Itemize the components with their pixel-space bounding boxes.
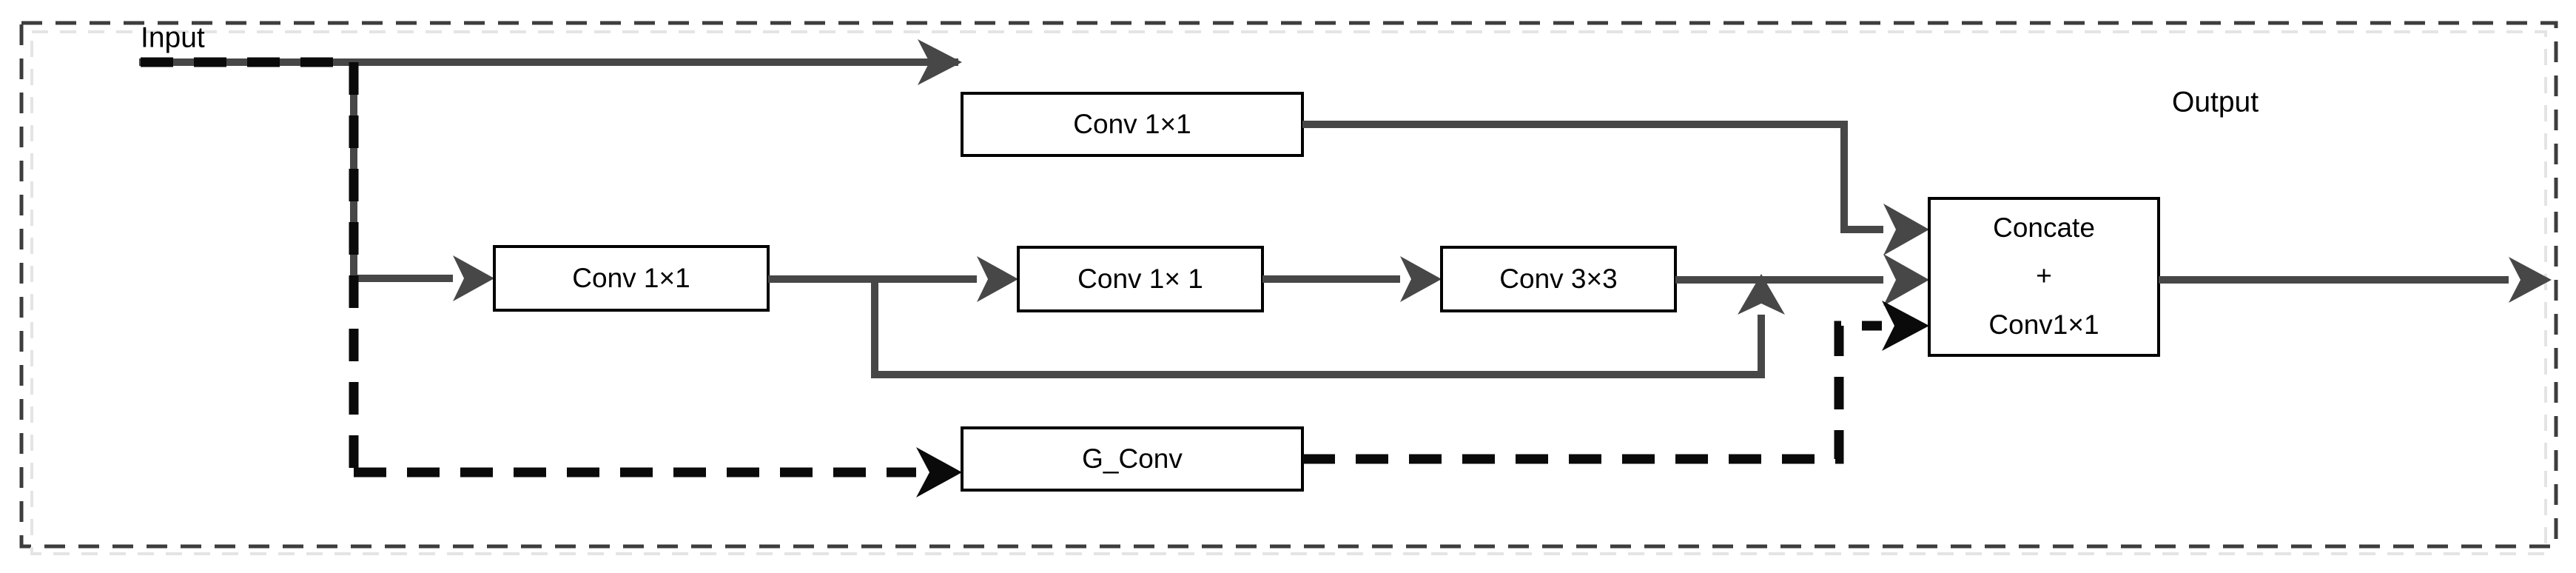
input-label: Input: [141, 21, 205, 53]
concate-label-line1: Concate: [1993, 212, 2095, 243]
g-conv-label: G_Conv: [1082, 443, 1183, 474]
output-label: Output: [2172, 86, 2259, 118]
conv-mid-1-rect: [493, 245, 770, 312]
conv-mid-2-label: Conv 1× 1: [1077, 264, 1203, 294]
conv-top-to-concate-route: [1302, 121, 1883, 233]
arrow-into-conv-mid1: [453, 255, 494, 301]
arrow-gconv-into-concate: [1882, 301, 1929, 351]
conv-mid-3-label: Conv 3×3: [1499, 264, 1617, 294]
gconv-to-concate-route-dashed: [1302, 321, 1882, 464]
skip-connection-route: [871, 279, 1765, 378]
arrow-skip-merge-up: [1738, 274, 1785, 315]
block-conv-mid-3: Conv 3×3: [1440, 246, 1677, 312]
conv-top-label: Conv 1×1: [1073, 109, 1191, 139]
block-g-conv: G_Conv: [961, 426, 1304, 492]
arrow-output: [2509, 257, 2552, 303]
arrow-mid-into-concate: [1883, 254, 1929, 306]
arrow-top-into-concate: [1883, 204, 1929, 255]
block-conv-mid-1: Conv 1×1: [493, 245, 770, 312]
block-conv-top: Conv 1×1: [961, 92, 1304, 157]
block-concate: Concate + Conv1×1: [1928, 197, 2160, 357]
conv-mid-2-rect: [1017, 246, 1264, 312]
concate-label-line2: +: [2036, 261, 2052, 291]
arrow-into-conv-mid3: [1400, 256, 1442, 302]
concate-rect: [1928, 197, 2160, 357]
conv-mid-1-label: Conv 1×1: [572, 263, 690, 293]
concate-label-line3: Conv1×1: [1988, 309, 2099, 340]
arrow-into-gconv: [916, 447, 962, 497]
arrow-into-conv-top: [918, 39, 962, 85]
block-conv-mid-2: Conv 1× 1: [1017, 246, 1264, 312]
arrow-into-conv-mid2: [977, 256, 1018, 302]
conv-mid-3-rect: [1440, 246, 1677, 312]
outer-dashed-border: [19, 21, 2558, 549]
